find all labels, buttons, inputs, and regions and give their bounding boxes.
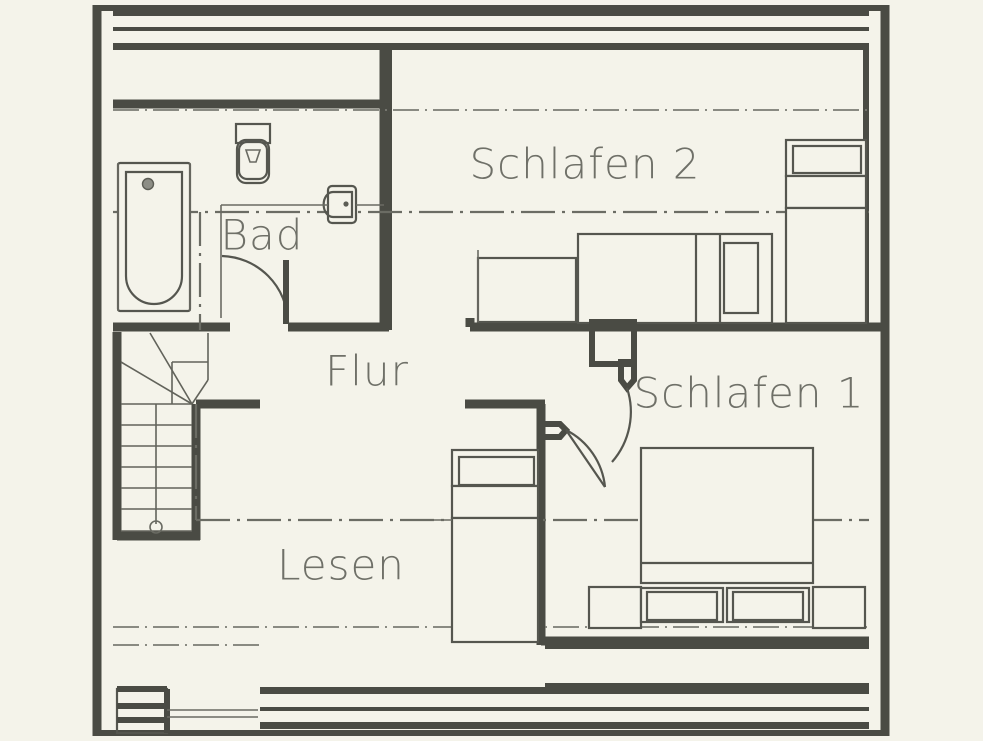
window-band-top bbox=[113, 9, 869, 50]
room-label-schlafen-1: Schlafen 1 bbox=[633, 369, 864, 418]
door-schlafen1 bbox=[538, 421, 607, 488]
window-band-bottom bbox=[260, 687, 869, 729]
fixture-washbasin bbox=[220, 184, 384, 318]
room-label-flur: Flur bbox=[325, 347, 409, 396]
fixture-wardrobe-lesen bbox=[430, 448, 540, 644]
door-bad bbox=[221, 254, 290, 324]
room-label-schlafen-2: Schlafen 2 bbox=[469, 140, 700, 189]
fixture-toilet bbox=[234, 122, 272, 185]
fixture-bathtub bbox=[116, 161, 192, 313]
door-schlafen2 bbox=[589, 319, 637, 463]
fixture-desk-schlafen2 bbox=[784, 138, 868, 325]
fixture-bed-schlafen2 bbox=[576, 232, 774, 325]
fixture-staircase bbox=[120, 332, 209, 534]
balcony-rail-left bbox=[115, 686, 258, 735]
fixture-bed-schlafen1 bbox=[587, 446, 867, 630]
room-label-lesen: Lesen bbox=[277, 541, 405, 590]
fixture-nightstand-schlafen2 bbox=[476, 250, 578, 324]
room-label-bad: Bad bbox=[221, 211, 304, 260]
exterior-walls bbox=[92, 5, 890, 736]
